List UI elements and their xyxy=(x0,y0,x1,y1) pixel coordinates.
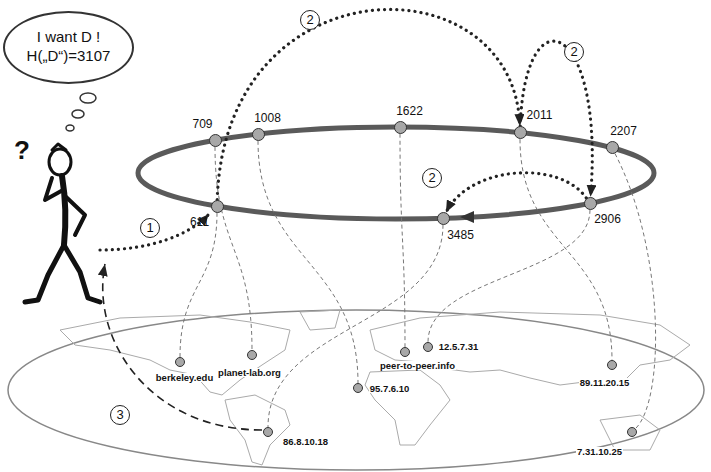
node-id: 709 xyxy=(192,118,212,130)
callout-number: 1 xyxy=(140,218,160,238)
host-node: 7.31.10.25 xyxy=(627,427,637,437)
host-mapping-line xyxy=(215,147,252,350)
bubble-text: H(„D“)=3107 xyxy=(27,47,111,66)
callout-number: 2 xyxy=(564,42,584,62)
callout-number: 2 xyxy=(300,10,320,30)
lookup-hop-arrow xyxy=(217,9,520,199)
host-address: berkeley.edu xyxy=(155,373,214,383)
continents xyxy=(60,310,690,465)
node-id: 611 xyxy=(190,216,209,228)
thought-bubble: I want D !H(„D“)=3107 xyxy=(3,11,134,84)
ring-peer-node: 709 xyxy=(209,134,222,147)
request-arrow xyxy=(100,214,209,250)
ring xyxy=(138,127,654,219)
question-mark: ? xyxy=(14,137,30,163)
ring-peer-node: 1622 xyxy=(394,121,407,134)
callout-number: 2 xyxy=(422,168,442,188)
host-node: planet-lab.org xyxy=(247,350,257,360)
host-address: planet-lab.org xyxy=(217,368,282,378)
ring-direction-arrow xyxy=(460,211,474,223)
ring-peer-node: 2906 xyxy=(584,197,597,210)
node-id: 2207 xyxy=(610,125,637,137)
lookup-hop-arrow xyxy=(446,173,586,213)
node-id: 2906 xyxy=(594,213,621,225)
host-mapping-line xyxy=(400,134,405,348)
lookup-hop-arrow xyxy=(520,41,592,197)
node-id: 1008 xyxy=(254,112,281,124)
ring-peer-node: 2011 xyxy=(514,126,527,139)
host-mapping-line xyxy=(615,154,656,429)
ring-peer-node: 611 xyxy=(211,200,224,213)
host-node: berkeley.edu xyxy=(175,357,185,367)
host-mapping-line xyxy=(180,213,217,357)
ring-peer-node: 1008 xyxy=(252,128,265,141)
host-address: 7.31.10.25 xyxy=(576,447,623,457)
host-node: 12.5.7.31 xyxy=(423,342,433,352)
reply-arrow xyxy=(103,264,262,430)
node-id: 3485 xyxy=(447,229,474,241)
host-mapping-line xyxy=(428,210,590,342)
host-node: peer-to-peer.info xyxy=(400,347,410,357)
callout-number: 3 xyxy=(110,405,130,425)
bubble-text: I want D ! xyxy=(37,28,100,47)
node-id: 2011 xyxy=(527,109,553,121)
node-id: 1622 xyxy=(396,105,423,117)
host-node: 89.11.20.15 xyxy=(607,360,617,370)
host-address: 12.5.7.31 xyxy=(438,342,480,352)
host-address: 95.7.6.10 xyxy=(369,384,411,394)
host-node: 95.7.6.10 xyxy=(353,383,363,393)
ring-peer-node: 3485 xyxy=(437,212,450,225)
host-address: 86.8.10.18 xyxy=(282,437,329,447)
host-address: 89.11.20.15 xyxy=(579,378,631,388)
host-mapping-line xyxy=(258,141,358,383)
ring-peer-node: 2207 xyxy=(606,141,619,154)
world-map-outline xyxy=(8,310,704,470)
host-node: 86.8.10.18 xyxy=(263,427,273,437)
host-mapping-line xyxy=(268,225,443,427)
person xyxy=(25,144,100,302)
thought-dots xyxy=(66,93,96,131)
host-mapping-line xyxy=(520,139,612,360)
host-address: peer-to-peer.info xyxy=(379,361,456,371)
